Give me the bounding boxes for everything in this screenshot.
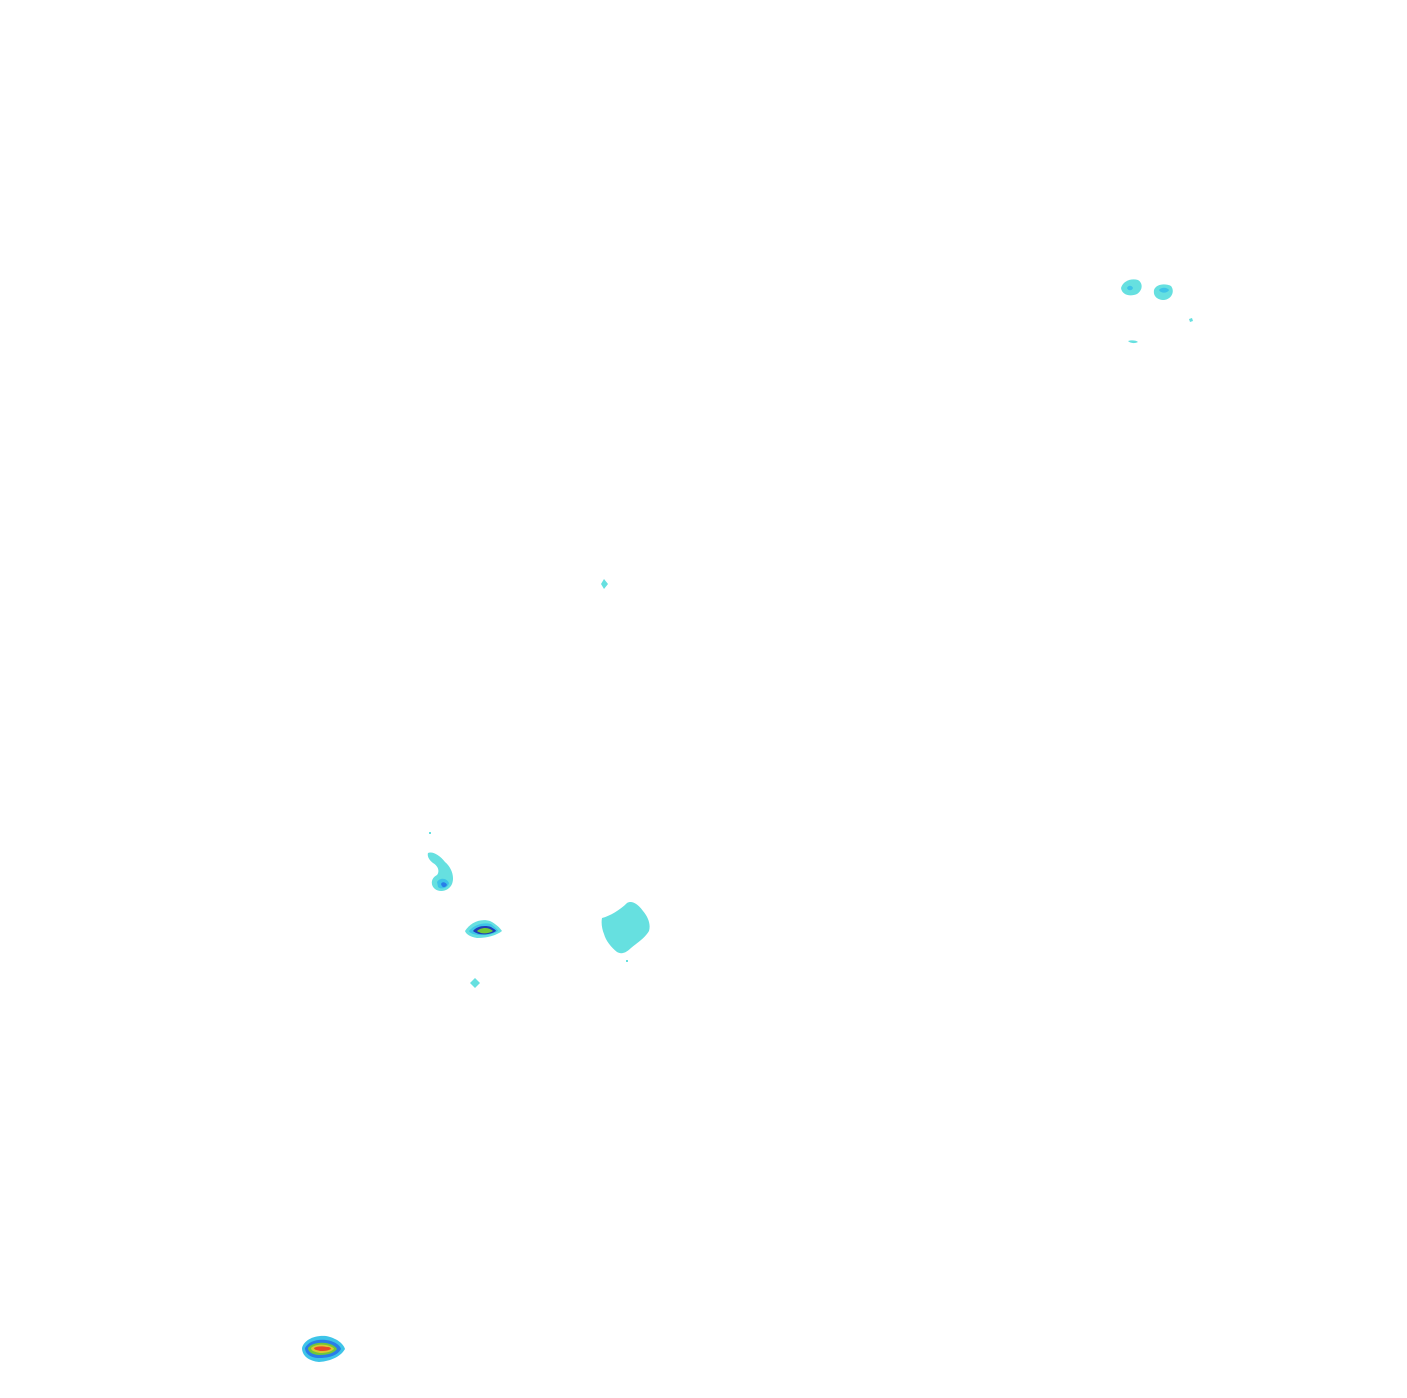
blob-large: [601, 901, 650, 954]
blob-top-right-d: [1128, 340, 1138, 344]
blob-small-diamond: [470, 978, 480, 988]
blob-speck: [429, 832, 431, 834]
blob-large-speck: [626, 960, 628, 962]
blob-middle-dot: [601, 579, 608, 589]
blob-cluster-top-right: [1121, 279, 1193, 344]
hotspot-l7: [314, 1346, 331, 1351]
blob-hotspot-bottom-left: [302, 1335, 345, 1362]
blob-cluster-left-middle: [427, 832, 650, 988]
blob-top-right-c: [1189, 318, 1193, 322]
blob-top-right-a-core: [1127, 285, 1133, 291]
blob-top-right-b-core: [1159, 287, 1169, 293]
blob-hook-inner: [441, 882, 447, 888]
blob-eye-l5: [477, 927, 493, 934]
